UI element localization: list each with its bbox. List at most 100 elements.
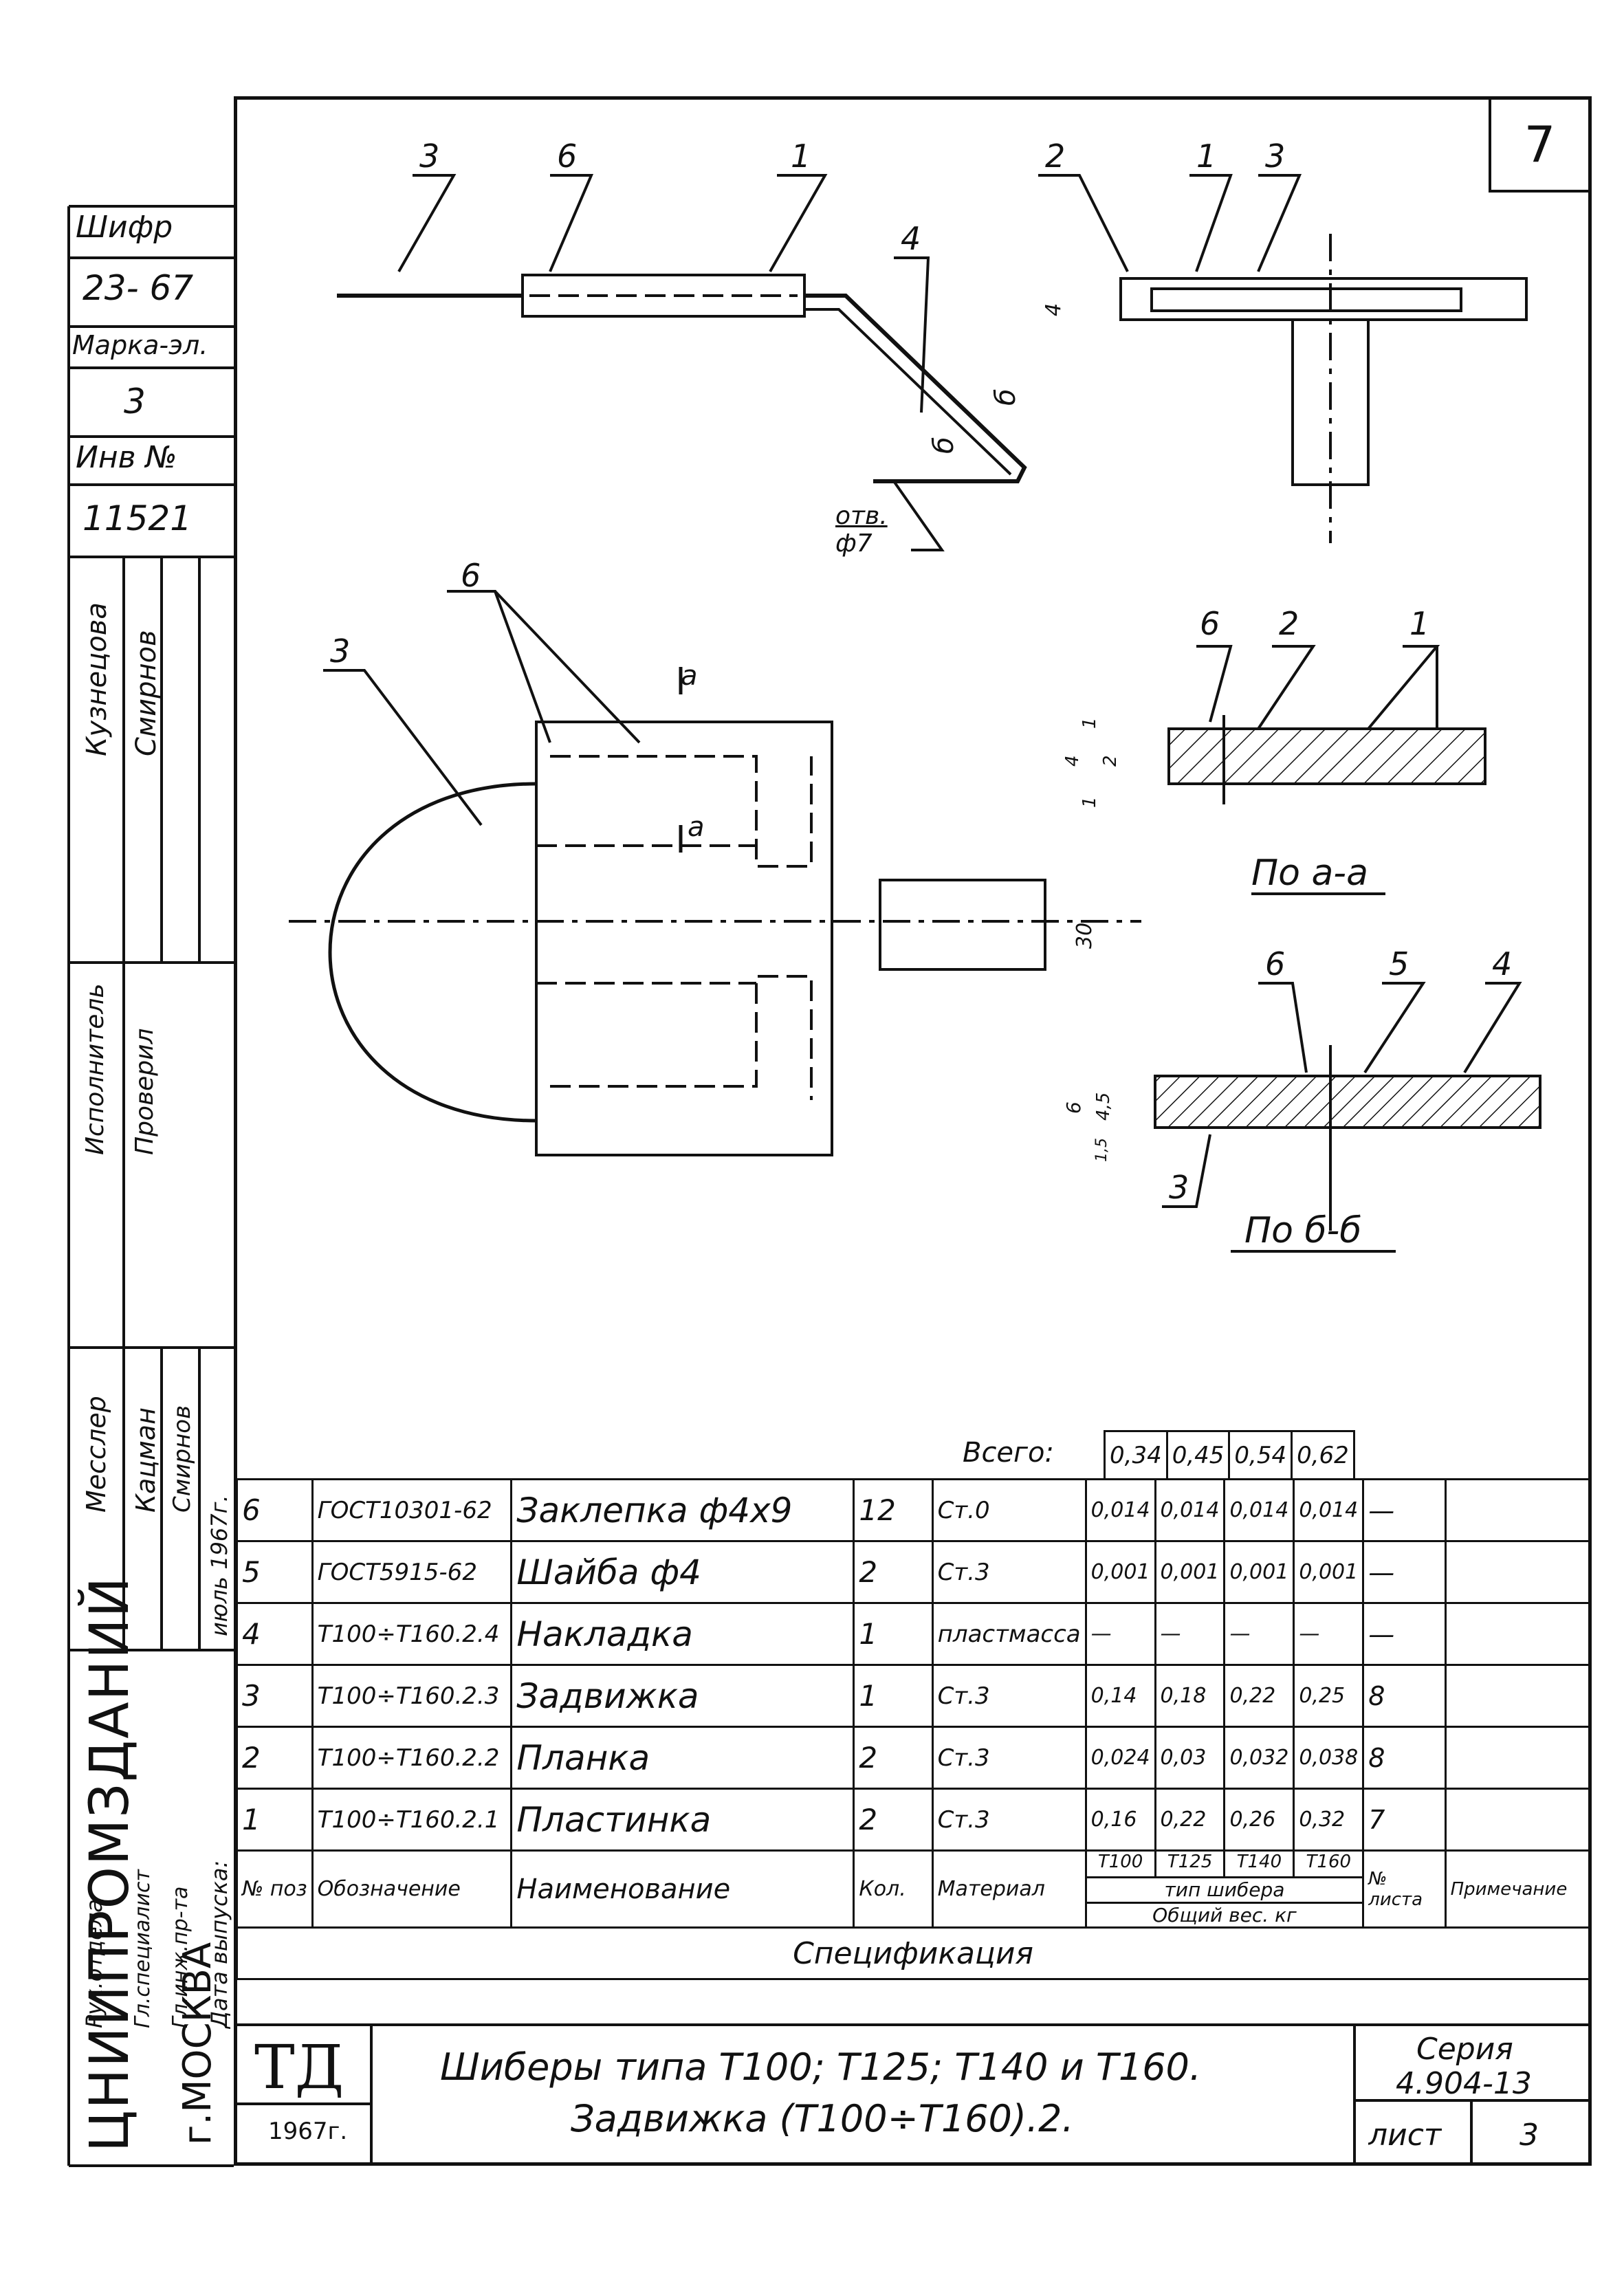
section-aa-title: По а-а: [1251, 853, 1368, 894]
spec-cell-w140: 0,22: [1223, 1664, 1295, 1728]
spec-cell-sheet: —: [1362, 1602, 1447, 1666]
section-mark-a2: а: [688, 811, 705, 843]
section-mark-a1: а: [681, 660, 698, 692]
spec-cell-w125: —: [1154, 1602, 1226, 1666]
hdr-t160: Т160: [1306, 1852, 1352, 1872]
hdr-note: Примечание: [1444, 1849, 1591, 1929]
spec-cell-pos: 2: [236, 1726, 314, 1790]
spec-cell-w100: 0,14: [1084, 1664, 1156, 1728]
spec-cell-w100: 0,014: [1084, 1478, 1156, 1542]
spec-cell-name: Задвижка: [510, 1664, 855, 1728]
spec-cell-name: Шайба ф4: [510, 1540, 855, 1604]
hdr-type-label: тип шибера: [1086, 1878, 1363, 1904]
spec-cell-sheet: —: [1362, 1478, 1447, 1542]
spec-cell-name: Накладка: [510, 1602, 855, 1666]
spec-total-label: Всего:: [963, 1437, 1055, 1469]
spec-cell-material: Ст.3: [931, 1664, 1087, 1728]
callout-2a: 2: [1045, 138, 1066, 175]
callout-1a: 1: [791, 138, 811, 175]
spec-cell-material: Ст.3: [931, 1788, 1087, 1852]
handle-arc: [328, 782, 537, 1123]
spec-totals-table: 0,34 0,45 0,54 0,62: [1104, 1430, 1355, 1480]
spec-cell-sheet: —: [1362, 1540, 1447, 1604]
spec-cell-qty: 12: [853, 1478, 934, 1542]
hdr-t140: Т140: [1225, 1852, 1295, 1876]
spec-cell-designation: Т100÷Т160.2.3: [311, 1664, 513, 1728]
callout-3c: 3: [330, 633, 351, 670]
spec-cell-name: Пластинка: [510, 1788, 855, 1852]
callout-2b: 2: [1279, 605, 1299, 642]
callout-6d: 6: [1265, 945, 1286, 982]
spec-cell-pos: 6: [236, 1478, 314, 1542]
spec-header-row: № поз Обозначение Наименование Кол. Мате…: [236, 1849, 1591, 1929]
callout-1b: 1: [1196, 138, 1217, 175]
series-value: 4.904-13: [1396, 2066, 1532, 2101]
total-t160: 0,62: [1291, 1430, 1355, 1480]
spec-caption: Спецификация: [236, 1926, 1590, 1980]
spec-cell-w140: 0,26: [1223, 1788, 1295, 1852]
spec-cell-w140: —: [1223, 1602, 1295, 1666]
spec-cell-pos: 5: [236, 1540, 314, 1604]
spec-cell-w140: 0,032: [1223, 1726, 1295, 1790]
section-bb-title: По б-б: [1244, 1210, 1362, 1251]
spec-cell-qty: 1: [853, 1664, 934, 1728]
spec-cell-w125: 0,22: [1154, 1788, 1226, 1852]
hdr-material: Материал: [931, 1849, 1087, 1929]
inv-value: 11521: [83, 498, 193, 538]
callout-1c: 1: [1409, 605, 1430, 642]
callout-3a: 3: [419, 138, 440, 175]
spec-cell-note: [1444, 1602, 1591, 1666]
spec-cell-material: Ст.3: [931, 1726, 1087, 1790]
spec-cell-sheet: 8: [1362, 1726, 1447, 1790]
hdr-weight-label: Общий вес. кг: [1152, 1904, 1297, 1926]
title-year: 1967г.: [268, 2118, 348, 2145]
spec-cell-material: Ст.0: [931, 1478, 1087, 1542]
title-line-1: Шиберы типа Т100; Т125; Т140 и Т160.: [440, 2045, 1202, 2089]
spec-cell-w160: 0,25: [1293, 1664, 1365, 1728]
code-label: Шифр: [76, 210, 173, 245]
spec-cell-w125: 0,001: [1154, 1540, 1226, 1604]
callout-4a: 4: [901, 220, 921, 257]
spec-cell-designation: Т100÷Т160.2.1: [311, 1788, 513, 1852]
spec-cell-sheet: 8: [1362, 1664, 1447, 1728]
spec-cell-qty: 2: [853, 1788, 934, 1852]
hdr-designation: Обозначение: [311, 1849, 513, 1929]
drawing-frame: [234, 96, 1592, 2166]
hdr-t100: Т100: [1087, 1852, 1156, 1876]
hdr-pos: № поз: [236, 1849, 314, 1929]
spec-cell-note: [1444, 1664, 1591, 1728]
spec-cell-w100: 0,024: [1084, 1726, 1156, 1790]
callout-6a: 6: [557, 138, 578, 175]
spec-caption-row: Спецификация: [236, 1926, 1590, 1980]
spec-cell-material: пластмасса: [931, 1602, 1087, 1666]
org-name: ЦНИИПРОМЗДАНИЙ: [79, 1576, 141, 2152]
spec-cell-qty: 2: [853, 1540, 934, 1604]
total-t125: 0,45: [1165, 1430, 1231, 1480]
plate-plan-rect: [535, 721, 833, 1156]
spec-cell-note: [1444, 1726, 1591, 1790]
spec-cell-note: [1444, 1540, 1591, 1604]
callout-3b: 3: [1265, 138, 1286, 175]
inv-label: Инв №: [76, 440, 177, 475]
spec-cell-w140: 0,001: [1223, 1540, 1295, 1604]
spec-cell-pos: 1: [236, 1788, 314, 1852]
spec-cell-qty: 1: [853, 1602, 934, 1666]
spec-cell-w160: 0,32: [1293, 1788, 1365, 1852]
hdr-types: Т100 Т125 Т140 Т160 тип шибера Общий вес…: [1084, 1849, 1365, 1929]
spec-cell-w100: 0,16: [1084, 1788, 1156, 1852]
spec-cell-w140: 0,014: [1223, 1478, 1295, 1542]
spec-cell-designation: Т100÷Т160.2.4: [311, 1602, 513, 1666]
sheet-number-box: 7: [1489, 100, 1588, 193]
spec-cell-pos: 3: [236, 1664, 314, 1728]
callout-6b: 6: [461, 557, 481, 594]
spec-cell-name: Заклепка ф4х9: [510, 1478, 855, 1542]
spec-cell-designation: ГОСТ5915-62: [311, 1540, 513, 1604]
